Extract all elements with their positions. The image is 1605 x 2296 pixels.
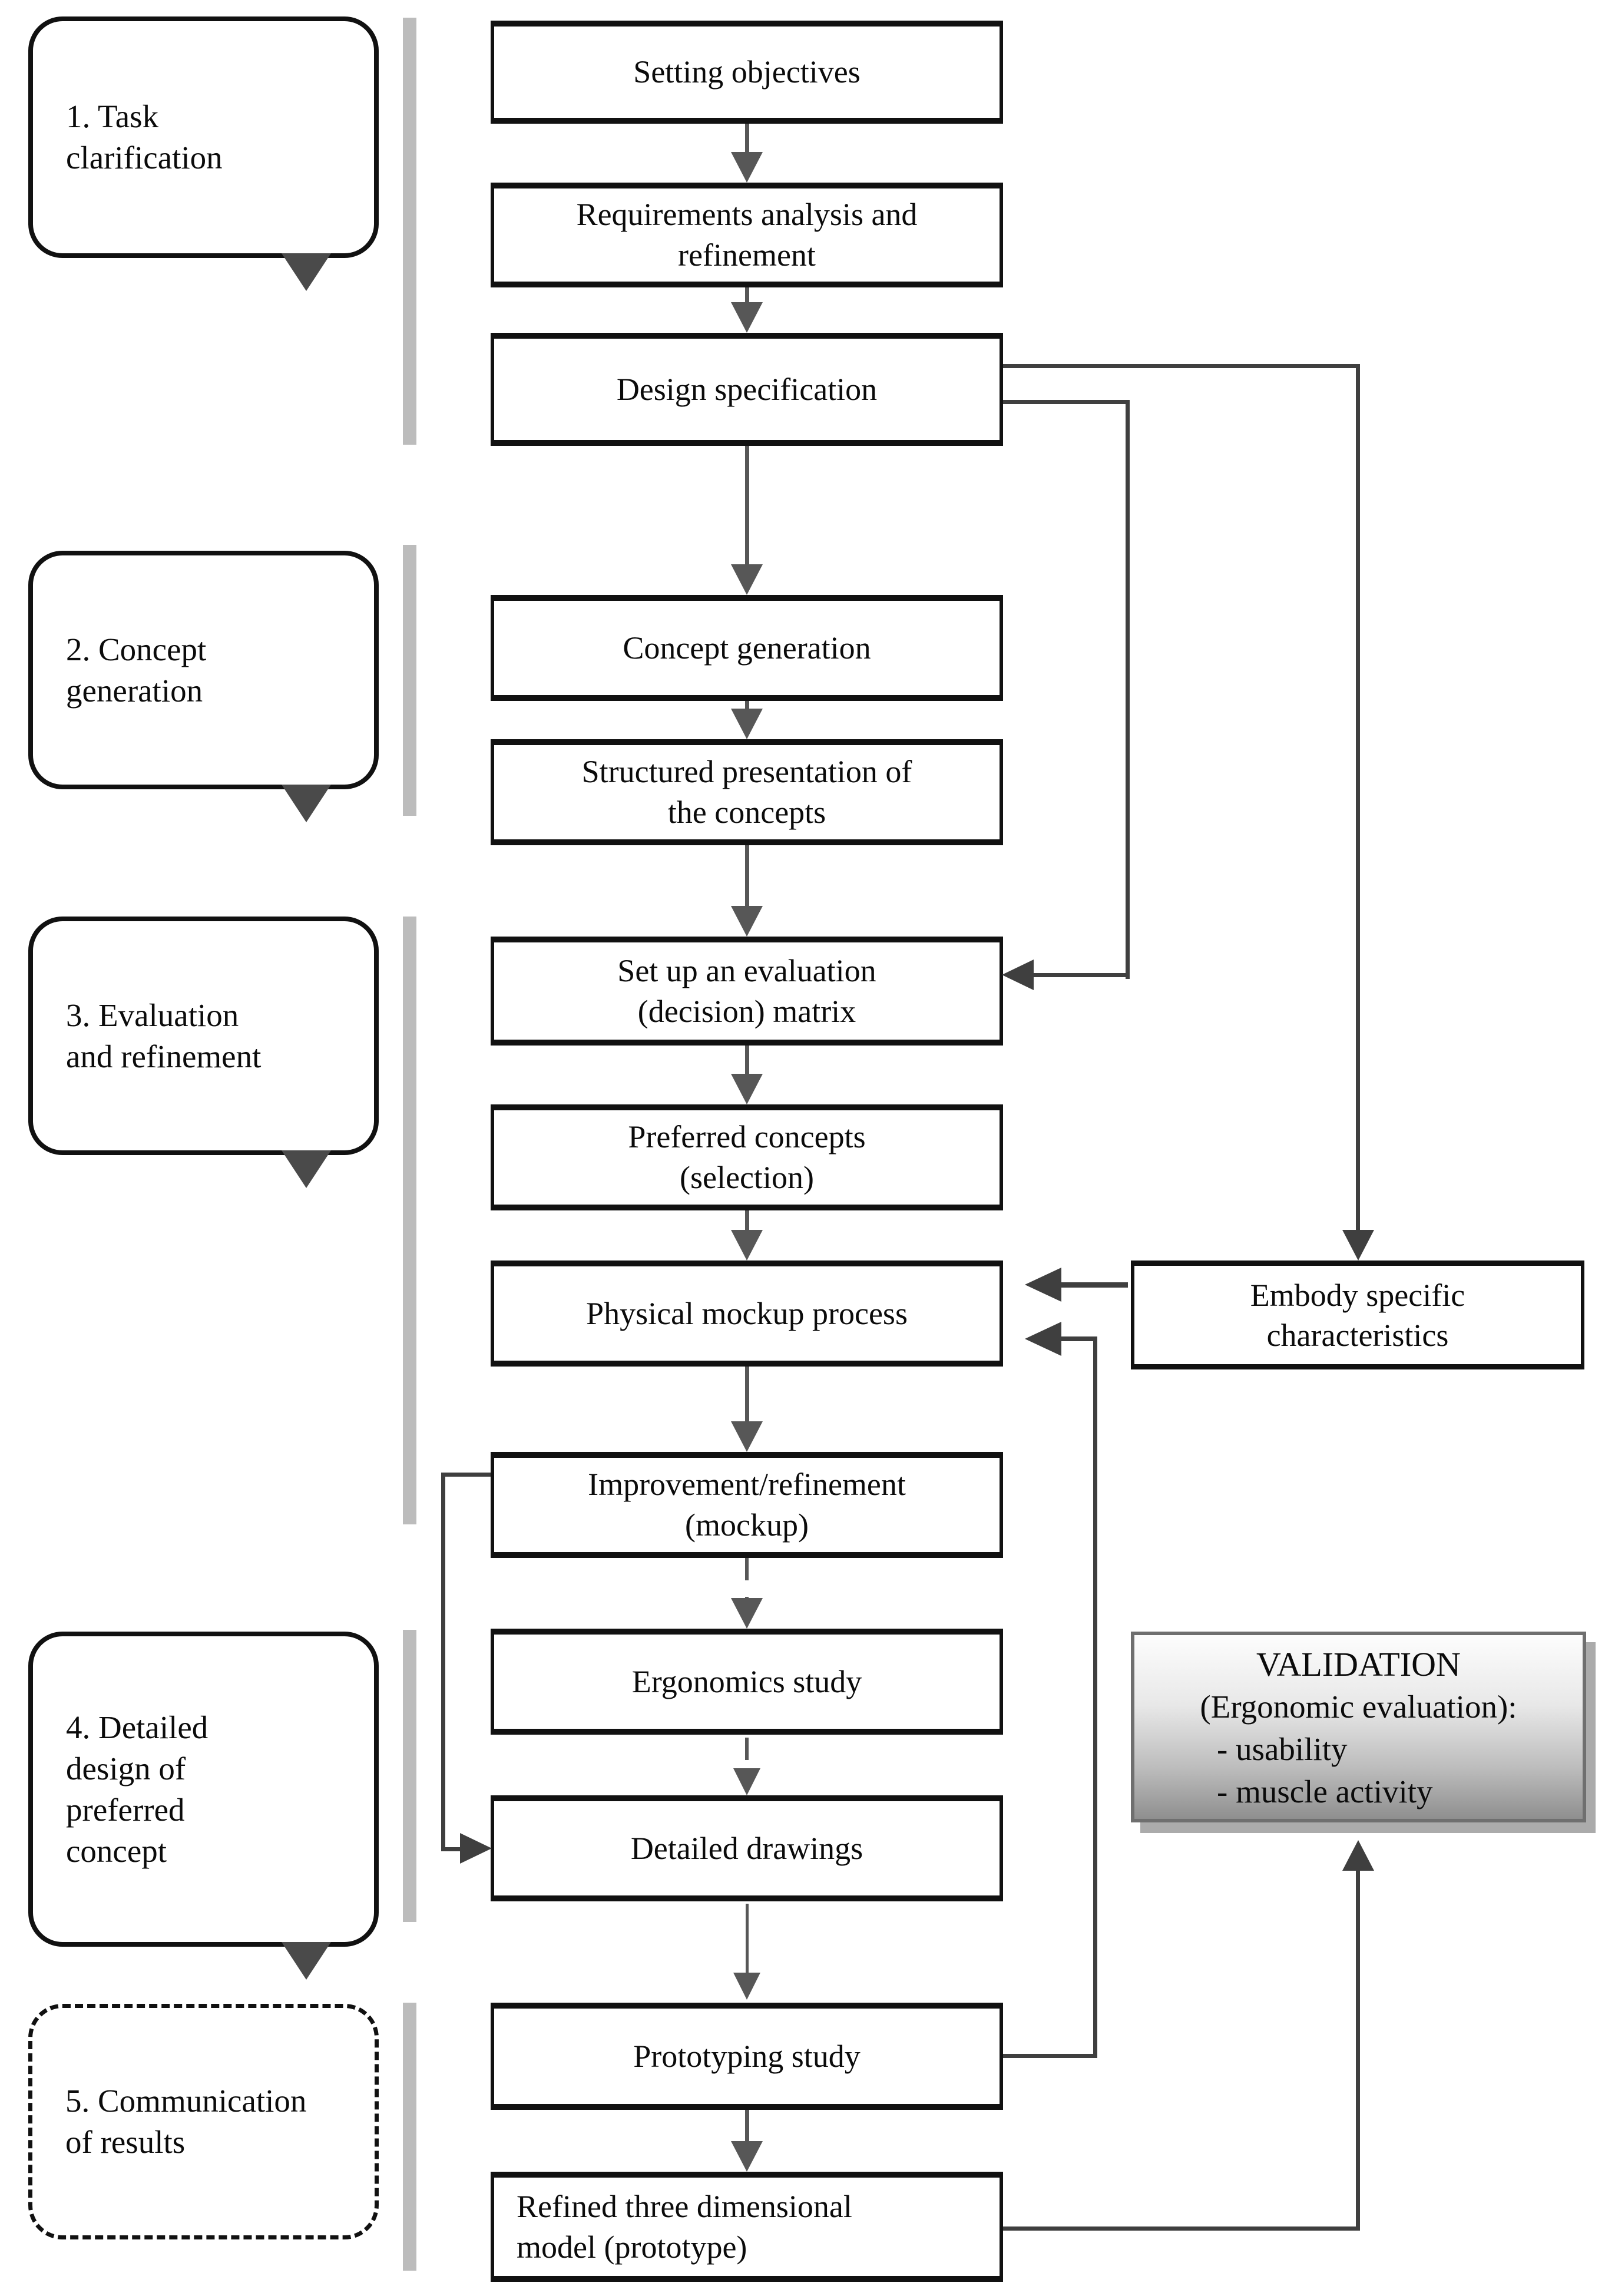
- connector-prototyping-to-mockup-arrowhead-icon: [1025, 1322, 1061, 1356]
- phase-2-marker-triangle-icon: [282, 785, 331, 822]
- flow-line-3: [745, 446, 749, 565]
- step-label: Preferred concepts (selection): [628, 1119, 866, 1195]
- validation-item-usability: - usability: [1217, 1731, 1348, 1767]
- step-label: Design specification: [616, 371, 878, 407]
- phase-box-communication-results: 5. Communication of results: [28, 2004, 379, 2239]
- step-label: Detailed drawings: [630, 1830, 863, 1866]
- step-ergonomics-study: Ergonomics study: [491, 1629, 1003, 1735]
- phase-bar-4: [403, 1630, 416, 1922]
- flow-line-2: [745, 287, 749, 303]
- flow-arrowhead-2-icon: [731, 302, 763, 333]
- step-preferred-concepts: Preferred concepts (selection): [491, 1104, 1003, 1210]
- flow-arrowhead-4-icon: [731, 709, 763, 739]
- connector-prototyping-to-mockup-v: [1093, 1336, 1097, 2058]
- step-prototyping-study: Prototyping study: [491, 2003, 1003, 2110]
- flow-line-9-dashed: [745, 1558, 749, 1599]
- connector-design-to-matrix-h2: [1034, 973, 1130, 977]
- flow-arrowhead-1-icon: [731, 152, 763, 183]
- flow-arrowhead-11-icon: [733, 1973, 760, 2000]
- step-label: Structured presentation of the concepts: [581, 754, 912, 830]
- connector-design-to-embody-v: [1356, 364, 1360, 1231]
- flow-arrowhead-7-icon: [731, 1230, 763, 1261]
- step-design-specification: Design specification: [491, 333, 1003, 446]
- step-label: Refined three dimensional model (prototy…: [517, 2188, 852, 2265]
- phase-label: 1. Task clarification: [66, 98, 223, 176]
- phase-bar-2: [403, 545, 416, 816]
- flow-arrowhead-5-icon: [731, 906, 763, 937]
- connector-design-to-matrix-h1: [1003, 400, 1130, 404]
- connector-design-to-matrix-arrowhead-icon: [1002, 960, 1034, 990]
- phase-1-marker-triangle-icon: [282, 253, 331, 291]
- connector-improvement-to-drawings-v: [441, 1473, 445, 1851]
- flow-line-7: [745, 1210, 749, 1231]
- connector-prototyping-to-mockup-h-bottom: [1003, 2054, 1097, 2058]
- flow-line-10-dashed: [745, 1738, 749, 1768]
- connector-design-to-embody-h: [1003, 364, 1360, 368]
- phase-3-marker-triangle-icon: [282, 1150, 331, 1188]
- step-label: Ergonomics study: [631, 1663, 862, 1699]
- connector-design-to-matrix-v: [1126, 400, 1130, 979]
- flow-line-11: [746, 1904, 749, 1973]
- phase-box-evaluation-refinement: 3. Evaluation and refinement: [28, 917, 379, 1155]
- phase-label: 2. Concept generation: [66, 631, 207, 709]
- step-evaluation-matrix: Set up an evaluation (decision) matrix: [491, 937, 1003, 1046]
- phase-box-task-clarification: 1. Task clarification: [28, 16, 379, 258]
- connector-refined-to-validation-h: [1003, 2226, 1360, 2231]
- step-label: Setting objectives: [633, 54, 861, 90]
- validation-item-muscle-activity: - muscle activity: [1217, 1774, 1433, 1809]
- phase-label: 4. Detailed design of preferred concept: [66, 1709, 209, 1869]
- phase-bar-3: [403, 917, 416, 1524]
- flow-arrowhead-10-icon: [733, 1768, 760, 1795]
- flow-line-1: [745, 124, 749, 152]
- step-label: Set up an evaluation (decision) matrix: [617, 952, 876, 1029]
- step-label: Concept generation: [623, 630, 871, 666]
- step-physical-mockup: Physical mockup process: [491, 1261, 1003, 1367]
- connector-refined-to-validation-arrowhead-icon: [1342, 1840, 1374, 1871]
- embody-label: Embody specific characteristics: [1250, 1277, 1465, 1353]
- step-label: Physical mockup process: [586, 1295, 908, 1331]
- flow-line-12: [745, 2110, 749, 2142]
- step-detailed-drawings: Detailed drawings: [491, 1795, 1003, 1901]
- step-structured-presentation: Structured presentation of the concepts: [491, 739, 1003, 845]
- connector-refined-to-validation-v: [1356, 1868, 1360, 2231]
- box-embody-specific-characteristics: Embody specific characteristics: [1131, 1261, 1584, 1369]
- flow-arrowhead-9-icon: [731, 1598, 763, 1629]
- phase-bar-5: [403, 2003, 416, 2271]
- connector-prototyping-to-mockup-h-top: [1060, 1336, 1097, 1341]
- flow-arrowhead-8-icon: [731, 1421, 763, 1452]
- phase-4-marker-triangle-icon: [282, 1942, 331, 1980]
- connector-improvement-to-drawings-arrowhead-icon: [460, 1833, 492, 1864]
- step-label: Prototyping study: [633, 2038, 861, 2074]
- step-setting-objectives: Setting objectives: [491, 21, 1003, 124]
- flow-line-5: [745, 845, 749, 907]
- validation-subtitle: (Ergonomic evaluation):: [1200, 1689, 1517, 1725]
- connector-improvement-to-drawings-h-top: [441, 1473, 491, 1477]
- step-label: Requirements analysis and refinement: [576, 197, 918, 273]
- flow-line-8: [745, 1367, 749, 1422]
- flow-arrowhead-12-icon: [731, 2141, 763, 2172]
- connector-design-to-embody-arrowhead-icon: [1342, 1230, 1374, 1261]
- phase-bar-1: [403, 18, 416, 445]
- flow-arrowhead-6-icon: [731, 1074, 763, 1104]
- connector-embody-to-mockup-line: [1060, 1282, 1128, 1288]
- step-concept-generation: Concept generation: [491, 595, 1003, 701]
- phase-box-concept-generation: 2. Concept generation: [28, 551, 379, 789]
- flow-arrowhead-3-icon: [731, 564, 763, 595]
- box-validation: VALIDATION (Ergonomic evaluation): - usa…: [1131, 1632, 1586, 1822]
- step-refined-3d-model: Refined three dimensional model (prototy…: [491, 2172, 1003, 2282]
- connector-embody-to-mockup-arrowhead-icon: [1025, 1268, 1061, 1302]
- step-improvement-refinement: Improvement/refinement (mockup): [491, 1452, 1003, 1558]
- step-label: Improvement/refinement (mockup): [588, 1467, 906, 1543]
- phase-box-detailed-design: 4. Detailed design of preferred concept: [28, 1632, 379, 1947]
- phase-label: 3. Evaluation and refinement: [66, 997, 262, 1074]
- connector-improvement-to-drawings-h-bottom: [441, 1847, 462, 1851]
- phase-label: 5. Communication of results: [65, 2083, 307, 2160]
- step-requirements-analysis: Requirements analysis and refinement: [491, 183, 1003, 287]
- flow-line-4: [745, 701, 749, 710]
- flow-line-6: [745, 1046, 749, 1075]
- validation-title: VALIDATION: [1256, 1645, 1461, 1683]
